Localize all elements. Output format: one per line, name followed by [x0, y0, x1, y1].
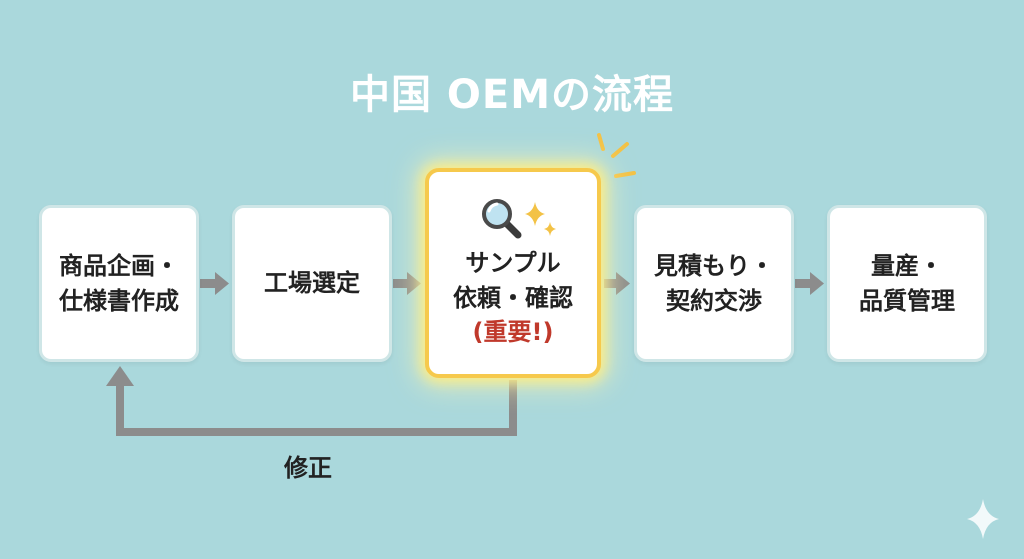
step-factory-selection: 工場選定 — [232, 205, 392, 362]
arrow-4-to-5 — [795, 272, 824, 295]
step-4-line-2: 契約交渉 — [666, 286, 762, 315]
sparkle-icon — [525, 201, 556, 236]
step-1-line-2: 仕様書作成 — [59, 286, 179, 315]
gemini-star-icon — [967, 499, 999, 539]
sample-icons — [479, 196, 559, 240]
arrow-3-to-4 — [604, 272, 630, 295]
step-2-line-1: 工場選定 — [264, 269, 360, 298]
burst-lines-icon — [597, 133, 636, 178]
feedback-arrow — [106, 366, 517, 436]
step-5-line-2: 品質管理 — [859, 286, 955, 315]
step-4-line-1: 見積もり・ — [654, 251, 774, 280]
step-1-line-1: 商品企画・ — [59, 251, 179, 280]
step-mass-production: 量産・ 品質管理 — [827, 205, 987, 362]
step-sample-request: サンプル 依頼・確認 (重要!) — [425, 168, 601, 378]
arrow-1-to-2 — [200, 272, 229, 295]
magnifier-icon — [482, 198, 522, 239]
step-quote-negotiation: 見積もり・ 契約交渉 — [634, 205, 794, 362]
step-product-planning: 商品企画・ 仕様書作成 — [39, 205, 199, 362]
feedback-label: 修正 — [284, 454, 332, 482]
important-note: (重要!) — [472, 318, 554, 347]
step-3-line-1: サンプル — [465, 248, 561, 277]
step-3-line-2: 依頼・確認 — [453, 283, 573, 312]
diagram-title: 中国 OEMの流程 — [349, 72, 675, 118]
arrow-2-to-3 — [393, 272, 421, 295]
step-5-line-1: 量産・ — [871, 251, 943, 280]
